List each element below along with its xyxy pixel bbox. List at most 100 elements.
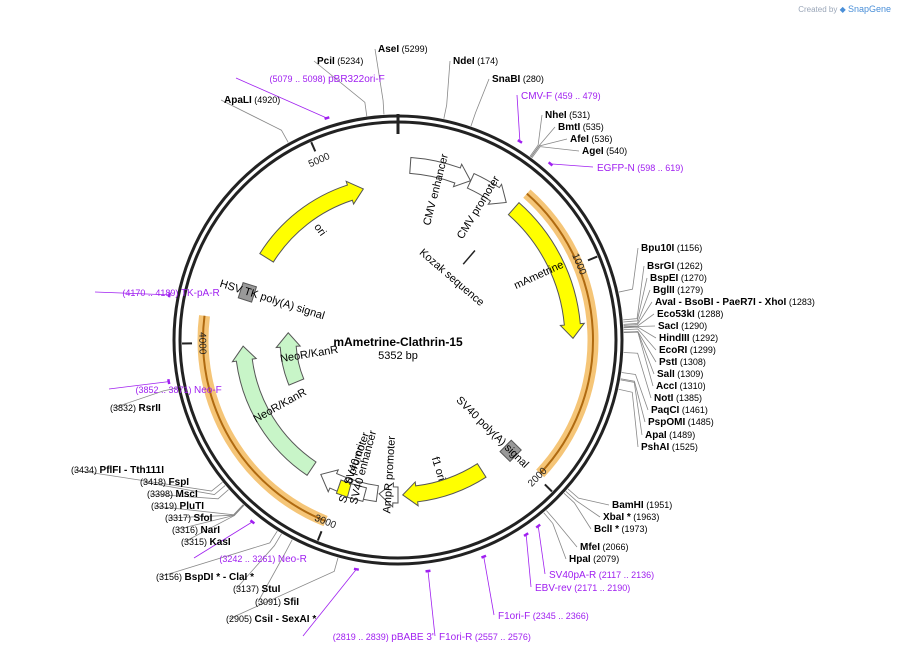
primer-tk-pa-r-leader [94,291,170,296]
primer-pbabe-3-leader [302,569,357,637]
enzyme-bcli-label: BclI * (1973) [594,524,648,535]
enzyme-psti-label: PstI (1308) [659,357,706,368]
enzyme-noti-leader [623,352,652,399]
primer-egfp-n-label: EGFP-N (598 .. 619) [597,163,683,174]
primer-neo-f-leader [108,381,169,390]
enzyme-pluti-leader [153,504,244,516]
enzyme-ecori-label: EcoRI (1299) [659,345,716,356]
enzyme-stui-label: (3137) StuI [233,584,281,595]
enzyme-pspomi-leader [620,378,646,423]
primer-f1ori-f-mark [480,554,487,559]
enzyme-ecori-leader [623,328,657,351]
enzyme-snabi-leader [470,78,490,127]
enzyme-hpai-label: HpaI (2079) [569,554,619,565]
enzyme-nhei-leader [529,114,543,157]
primer-pbr322ori-f-mark [324,116,330,121]
plasmid-length: 5352 bp [378,350,418,362]
orf-layer [197,189,599,527]
enzyme-kasi-label: (3315) KasI [181,537,231,548]
enzyme-bpu10i-leader [618,247,639,293]
enzyme-apai-label: ApaI (1489) [645,430,695,441]
enzyme-pcii-label: PciI (5234) [317,56,363,67]
enzyme-stui-leader [235,533,282,590]
enzyme-eco53ki-label: Eco53kI (1288) [657,309,723,320]
enzyme-bspdi-clai-leader [158,530,278,578]
leader-lines-layer [73,48,657,637]
enzyme-psti-leader [623,331,657,363]
enzyme-kasi-leader [183,505,245,543]
enzyme-saci-label: SacI (1290) [658,321,707,332]
enzyme-apai-leader [620,379,643,436]
enzyme-acci-label: AccI (1310) [656,381,706,392]
enzyme-agei-leader [531,146,580,159]
feature-sv40-poly-a-signal [499,439,522,463]
tick-label-4000: 4000 [196,332,207,355]
primer-tk-pa-r-mark [167,292,172,298]
feature-hsv-tk-poly-a-signal-label: HSV TK poly(A) signal [218,278,326,322]
enzyme-acci-leader [623,331,654,387]
enzyme-hpai-leader [543,512,567,560]
enzyme-hindiii-label: HindIII (1292) [659,333,718,344]
enzyme-sfii-leader [257,539,293,603]
orf-line-1 [202,315,326,522]
enzyme-sali-label: SalI (1309) [657,369,703,380]
primer-neo-r-mark [249,519,256,525]
enzyme-ndei-leader [443,60,451,119]
primer-sv40pa-r-label: SV40pA-R (2117 .. 2136) [549,570,654,581]
enzyme-snabi-label: SnaBI (280) [492,74,544,85]
feature-sv40-poly-a-signal-label: SV40 poly(A) signal [454,394,531,470]
primer-neo-r-label: (3242 .. 3261) Neo-R [219,554,306,565]
credit-brand: SnapGene [847,4,891,14]
primer-pbr322ori-f-label: (5079 .. 5098) pBR322ori-F [270,74,385,85]
enzyme-bglii-label: BglII (1279) [653,285,703,296]
enzyme-bamhi-label: BamHI (1951) [612,500,672,511]
primer-ebv-rev-label: EBV-rev (2171 .. 2190) [535,583,630,594]
enzyme-ndei-label: NdeI (174) [453,56,498,67]
enzyme-sfii-label: (3091) SfiI [255,597,299,608]
feature-mametrine [507,201,586,340]
enzyme-mfei-label: MfeI (2066) [580,542,629,553]
primer-cmv-f-leader [516,94,521,142]
plasmid-name: mAmetrine-Clathrin-15 [333,335,463,349]
tick-mark-5000 [310,141,317,152]
enzyme-mfei-leader [546,510,578,548]
enzyme-noti-label: NotI (1385) [654,393,702,404]
credit-prefix: Created by [798,5,838,14]
enzyme-bcli-leader [563,493,592,530]
enzyme-sfoi-label: (3317) SfoI [165,513,213,524]
enzyme-paqci-leader [621,372,649,411]
primer-pbabe-3-mark [353,567,360,571]
enzyme-afei-label: AfeI (536) [570,134,612,145]
primer-ebv-rev-leader [525,534,532,588]
primer-neo-f-mark [167,378,171,385]
enzyme-bpu10i-label: Bpu10I (1156) [641,243,702,254]
primer-f1ori-r-leader [427,571,436,637]
enzyme-pflfi-tth111i-leader [73,469,223,492]
feature-kozak-sequence [462,250,476,265]
enzyme-msci-label: (3398) MscI [147,489,198,500]
enzyme-apali-leader [220,99,289,143]
feature-ori [259,180,365,263]
enzyme-labels-layer: AseI (5299)PciI (5234)ApaLI (4920)NdeI (… [71,44,815,625]
tick-mark-1000 [587,255,598,262]
enzyme-pluti-label: (3319) PluTI [151,501,204,512]
enzyme-bspdi-clai-label: (3156) BspDI * - ClaI * [156,572,254,583]
primer-neo-f-label: (3852 .. 3871) Neo-F [135,385,221,396]
feature-neor-kanr-inner [275,332,305,386]
tick-mark-2000 [544,483,553,493]
primer-neo-r-leader [193,521,253,559]
enzyme-bsrgi-leader [623,265,645,321]
enzyme-xbai-leader [565,491,601,518]
enzyme-xbai-label: XbaI * (1963) [603,512,659,523]
primer-f1ori-r-label: F1ori-R (2557 .. 2576) [439,632,531,643]
enzyme-asei-label: AseI (5299) [378,44,428,55]
enzyme-bsrgi-label: BsrGI (1262) [647,261,703,272]
feature-sv40-enhancer [346,483,368,503]
primer-cmv-f-label: CMV-F (459 .. 479) [521,91,601,102]
feature-ampr-promoter-label: AmpR promoter [381,435,398,514]
enzyme-avai-bsobi-paer7i-xhoi-label: AvaI - BsoBI - PaeR7I - XhoI (1283) [655,297,815,308]
tick-label-3000: 3000 [313,513,338,532]
snapgene-credit: Created by ◆ SnapGene [798,4,891,14]
